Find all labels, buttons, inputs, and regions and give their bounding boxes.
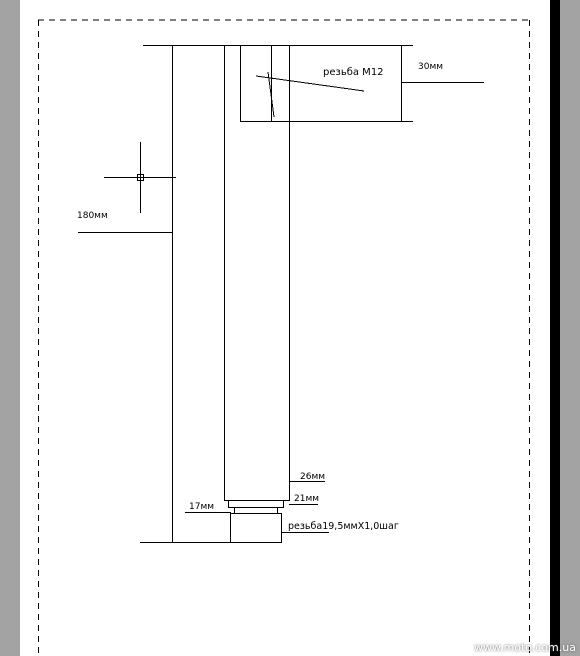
drawing-sheet: [20, 0, 550, 656]
label-dimension-180: 180мм: [77, 211, 108, 221]
label-dimension-21: 21мм: [294, 494, 319, 504]
watermark-text: www.moto.com.ua: [474, 641, 576, 654]
label-dimension-26: 26мм: [300, 472, 325, 482]
label-dimension-30: 30мм: [418, 62, 443, 72]
head-block: [240, 45, 484, 122]
dashed-border: [38, 19, 530, 656]
label-thread-m12: резьба М12: [323, 67, 384, 78]
bottom-thread-tip: [185, 512, 329, 543]
sheet-shadow: [550, 0, 560, 656]
dimension-180-lines: [78, 45, 413, 543]
main-shaft: [224, 45, 290, 501]
label-dimension-17: 17мм: [189, 502, 214, 512]
crosshair-cursor-icon: [104, 142, 176, 213]
label-thread-bottom: резьба19,5ммХ1,0шаг: [288, 521, 399, 532]
